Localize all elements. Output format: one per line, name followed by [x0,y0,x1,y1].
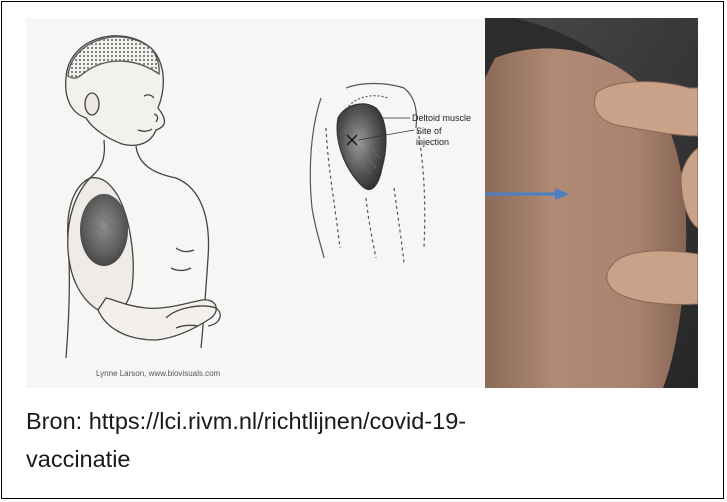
deltoid-muscle-label: Deltoid muscle [412,113,471,123]
source-caption-line1: Bron: https://lci.rivm.nl/richtlijnen/co… [26,402,686,440]
arm-photo [485,18,698,388]
child-head [66,36,165,146]
arm-photo-drawing [485,18,698,388]
source-caption: Bron: https://lci.rivm.nl/richtlijnen/co… [26,402,686,478]
anatomy-drawing: Lynne Larson, www.biovisuals.com [26,18,510,388]
deltoid-muscle-shape [337,104,386,190]
injection-site-figure: Lynne Larson, www.biovisuals.com [26,18,698,388]
anatomy-illustration: Lynne Larson, www.biovisuals.com [26,18,510,388]
deltoid-highlight [80,194,128,266]
child-arm [68,178,133,313]
site-label-line2: injection [416,137,449,147]
site-label-line1: Site of [416,126,442,136]
illustration-credit: Lynne Larson, www.biovisuals.com [96,369,221,378]
source-caption-line2: vaccinatie [26,440,686,478]
